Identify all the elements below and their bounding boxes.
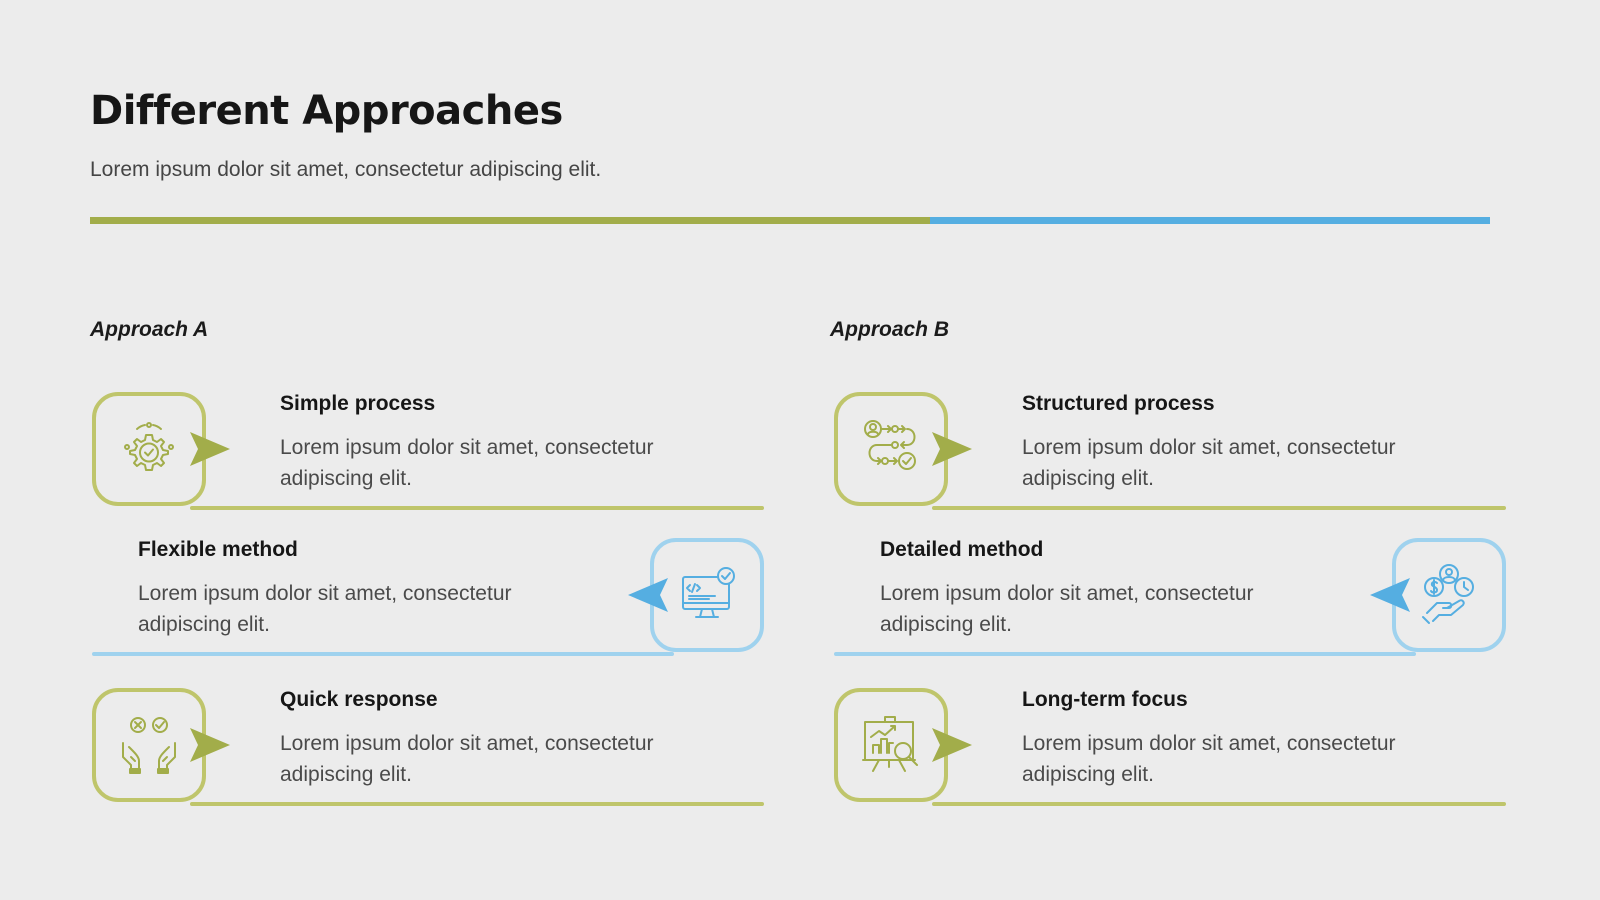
arrow-left-icon bbox=[1370, 578, 1410, 612]
card-text: Lorem ipsum dolor sit amet, consectetur … bbox=[880, 582, 1254, 636]
card-underline bbox=[92, 652, 674, 656]
approach-b-card-3: Long-term focus Lorem ipsum dolor sit am… bbox=[832, 688, 1506, 812]
card-underline bbox=[190, 506, 764, 510]
approach-b-label: Approach B bbox=[830, 318, 950, 341]
card-underline bbox=[932, 802, 1506, 806]
card-text: Lorem ipsum dolor sit amet, consectetur … bbox=[138, 582, 512, 636]
arrow-left-icon bbox=[628, 578, 668, 612]
header-divider bbox=[90, 217, 1490, 224]
approach-b-card-2: Detailed method Lorem ipsum dolor sit am… bbox=[832, 538, 1506, 662]
approach-b-card-1: Structured process Lorem ipsum dolor sit… bbox=[832, 392, 1506, 516]
workflow-icon bbox=[834, 392, 948, 506]
page-subtitle: Lorem ipsum dolor sit amet, consectetur … bbox=[90, 158, 602, 181]
page-title: Different Approaches bbox=[90, 88, 563, 134]
divider-segment-green bbox=[90, 217, 930, 224]
arrow-right-icon bbox=[190, 728, 230, 762]
arrow-right-icon bbox=[932, 432, 972, 466]
arrow-right-icon bbox=[190, 432, 230, 466]
gear-check-icon bbox=[92, 392, 206, 506]
approach-a-card-3: Quick response Lorem ipsum dolor sit ame… bbox=[90, 688, 764, 812]
hands-decision-icon bbox=[92, 688, 206, 802]
chart-analysis-icon bbox=[834, 688, 948, 802]
card-title: Simple process bbox=[280, 392, 436, 415]
approach-a-card-1: Simple process Lorem ipsum dolor sit ame… bbox=[90, 392, 764, 516]
divider-segment-blue bbox=[930, 217, 1490, 224]
approach-a-card-2: Flexible method Lorem ipsum dolor sit am… bbox=[90, 538, 764, 662]
arrow-right-icon bbox=[932, 728, 972, 762]
card-title: Flexible method bbox=[138, 538, 298, 561]
card-text: Lorem ipsum dolor sit amet, consectetur … bbox=[1022, 436, 1396, 490]
card-text: Lorem ipsum dolor sit amet, consectetur … bbox=[1022, 732, 1396, 786]
approach-a-label: Approach A bbox=[90, 318, 209, 341]
card-title: Quick response bbox=[280, 688, 438, 711]
card-underline bbox=[190, 802, 764, 806]
card-title: Long-term focus bbox=[1022, 688, 1188, 711]
card-underline bbox=[834, 652, 1416, 656]
card-text: Lorem ipsum dolor sit amet, consectetur … bbox=[280, 732, 654, 786]
card-title: Structured process bbox=[1022, 392, 1215, 415]
card-underline bbox=[932, 506, 1506, 510]
card-title: Detailed method bbox=[880, 538, 1044, 561]
card-text: Lorem ipsum dolor sit amet, consectetur … bbox=[280, 436, 654, 490]
